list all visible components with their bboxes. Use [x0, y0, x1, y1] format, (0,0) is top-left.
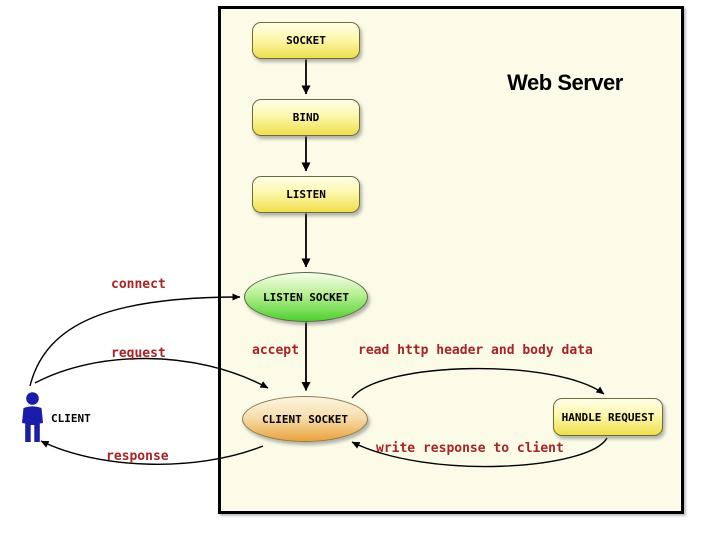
client-actor-label: CLIENT [51, 412, 91, 425]
diagram-title: Web Server [507, 70, 623, 95]
client-person-icon [22, 392, 43, 442]
edge-label-accept: accept [252, 343, 299, 358]
edge-label-connect: connect [111, 277, 166, 292]
edge-label-request: request [111, 346, 166, 361]
node-listen-socket: LISTEN SOCKET [244, 272, 368, 322]
node-client-socket: CLIENT SOCKET [242, 396, 368, 442]
node-socket: SOCKET [252, 22, 360, 59]
node-bind: BIND [252, 99, 360, 136]
edge-label-read-http: read http header and body data [358, 343, 593, 358]
node-handle-request: HANDLE REQUEST [553, 398, 663, 436]
arrow-connect-client-to-listen-socket [29, 293, 241, 387]
node-listen: LISTEN [252, 176, 360, 213]
edge-label-write-response: write response to client [376, 441, 564, 456]
edge-label-response: response [106, 449, 169, 464]
